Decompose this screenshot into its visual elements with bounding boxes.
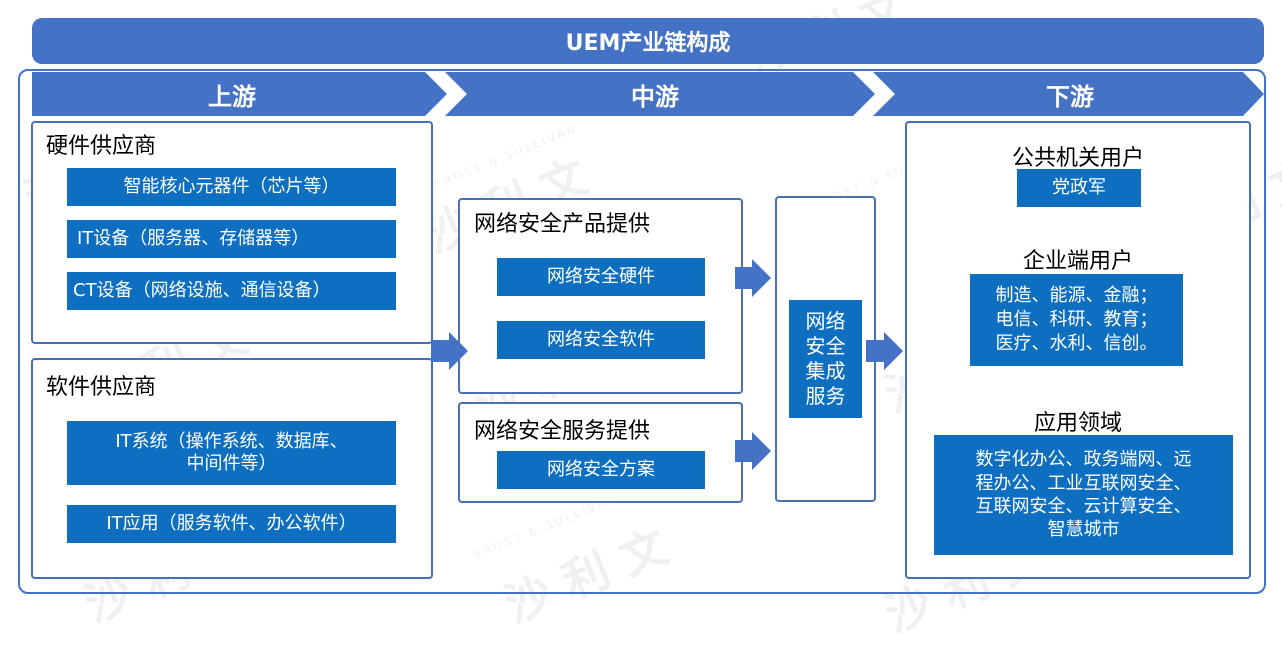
software-item-line: IT系统（操作系统、数据库、 [115, 430, 348, 452]
enterprise-line: 医疗、水利、信创。 [995, 333, 1158, 355]
flow-arrows [431, 259, 903, 470]
outer-frame [18, 69, 1266, 594]
software-item-it-system: IT系统（操作系统、数据库、 中间件等） [67, 421, 396, 485]
security-product-item: 网络安全软件 [497, 321, 705, 359]
enterprise-line: 电信、科研、教育； [995, 308, 1158, 330]
hardware-item: 智能核心元器件（芯片等） [67, 168, 396, 206]
application-line: 数字化办公、政务端网、远 [975, 449, 1192, 471]
arrow-right-icon [866, 332, 903, 370]
integration-line: 服务 [805, 384, 846, 408]
application-title: 应用领域 [1033, 411, 1122, 436]
arrow-right-icon [735, 432, 771, 470]
chevron-downstream [873, 72, 1264, 116]
enterprise-line: 制造、能源、金融； [995, 284, 1158, 306]
application-pill: 数字化办公、政务端网、远 程办公、工业互联网安全、 互联网安全、云计算安全、 智… [934, 435, 1233, 555]
application-line: 智慧城市 [1047, 519, 1120, 541]
security-product-item: 网络安全硬件 [497, 258, 705, 296]
enterprise-user-pill: 制造、能源、金融； 电信、科研、教育； 医疗、水利、信创。 [970, 274, 1183, 366]
chevron-midstream [445, 72, 875, 116]
application-line: 程办公、工业互联网安全、 [975, 472, 1192, 494]
security-products-box [458, 198, 743, 394]
software-item-line: 中间件等） [186, 453, 277, 474]
hardware-item: IT设备（服务器、存储器等） [67, 220, 396, 258]
software-item-it-app: IT应用（服务软件、办公软件） [67, 505, 396, 543]
security-services-title: 网络安全服务提供 [474, 419, 651, 444]
chevron-upstream [32, 72, 447, 116]
hardware-supplier-title: 硬件供应商 [46, 134, 157, 159]
software-supplier-title: 软件供应商 [46, 375, 157, 400]
stage-upstream-label: 上游 [208, 82, 256, 111]
integration-service-pill: 网络 安全 集成 服务 [789, 300, 862, 418]
arrow-right-icon [431, 332, 468, 370]
arrow-right-icon [735, 259, 771, 297]
integration-line: 集成 [805, 359, 846, 383]
hardware-item: CT设备（网络设施、通信设备） [67, 272, 396, 310]
integration-line: 网络 [805, 309, 846, 333]
integration-line: 安全 [805, 334, 846, 358]
enterprise-user-title: 企业端用户 [1022, 249, 1133, 274]
public-user-item: 党政军 [1017, 169, 1141, 207]
stage-chevrons [32, 72, 1264, 116]
security-service-item: 网络安全方案 [497, 451, 705, 489]
public-user-title: 公共机关用户 [1011, 146, 1144, 171]
diagram-title: UEM产业链构成 [32, 18, 1264, 64]
stage-downstream-label: 下游 [1046, 82, 1094, 111]
stage-midstream-label: 中游 [631, 82, 679, 111]
application-line: 互联网安全、云计算安全、 [975, 496, 1192, 517]
security-products-title: 网络安全产品提供 [474, 212, 651, 237]
